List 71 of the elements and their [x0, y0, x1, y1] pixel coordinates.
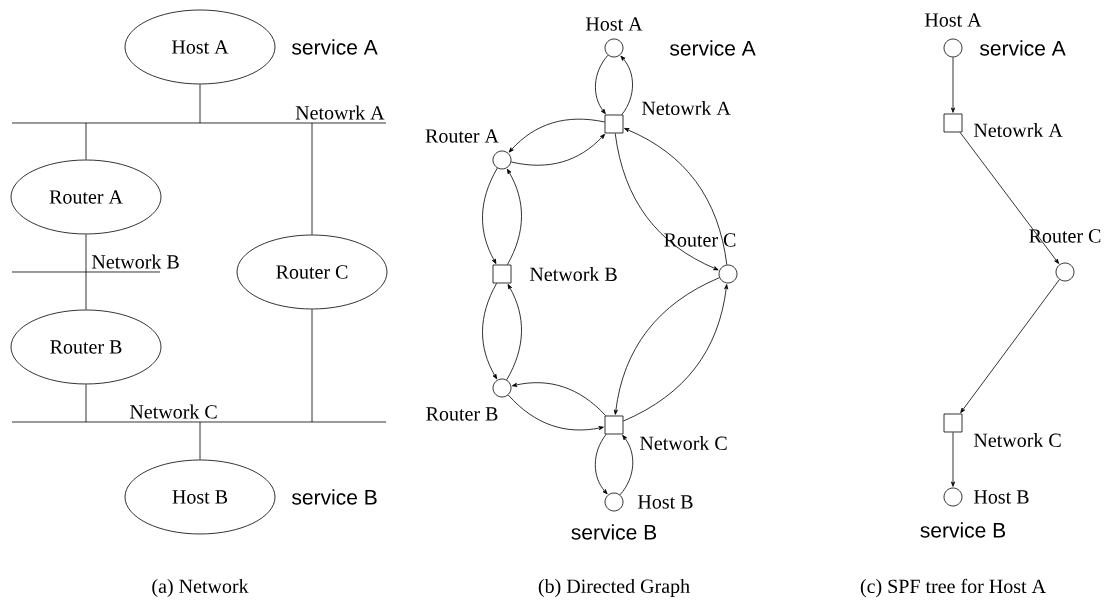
connector-line: [311, 122, 313, 235]
arrow: [959, 132, 1060, 264]
figure-caption: (c) SPF tree for Host A: [860, 578, 1046, 598]
node-label: service B: [292, 489, 377, 505]
arrow: [960, 279, 1060, 414]
node-label: service A: [980, 40, 1066, 56]
circle-node: [1055, 262, 1075, 282]
figure-caption: (b) Directed Graph: [538, 578, 690, 598]
ellipse-node: Router C: [236, 234, 388, 310]
node-label: service A: [292, 39, 378, 55]
node-label: Network C: [640, 435, 727, 450]
ellipse-node: Router A: [10, 159, 162, 235]
arrow: [614, 133, 719, 271]
node-label: Router A: [425, 129, 499, 143]
square-node: [604, 415, 624, 435]
ellipse-node: Host B: [124, 459, 276, 535]
connector-line: [85, 384, 87, 423]
arrow: [482, 283, 498, 380]
arrow: [594, 434, 608, 495]
network-line: Network C: [11, 404, 387, 423]
node-label: Host A: [924, 13, 982, 27]
node-label: Netowrk A: [974, 122, 1063, 138]
circle-node: [604, 38, 624, 58]
arrow: [508, 118, 605, 153]
ellipse-node: Host A: [124, 9, 276, 85]
arrow: [624, 128, 728, 266]
network-line: Netowrk A: [11, 105, 387, 124]
node-label: service B: [920, 522, 1006, 538]
network-line: Network B: [11, 254, 179, 273]
arrow: [510, 133, 606, 166]
node-label: Router C: [664, 233, 736, 247]
node-label: Network C: [974, 432, 1061, 447]
square-node: [604, 114, 624, 134]
ellipse-node: Router B: [10, 309, 162, 385]
circle-node: [718, 264, 738, 284]
node-label: Host B: [638, 495, 693, 509]
circle-node: [604, 492, 624, 512]
circle-node: [943, 487, 963, 507]
node-label: Router C: [1029, 229, 1101, 243]
arrow: [623, 284, 729, 422]
connector-line: [199, 421, 201, 460]
arrow: [482, 167, 498, 264]
arrow: [619, 434, 634, 496]
node-label: service B: [571, 524, 657, 540]
node-label: service A: [670, 40, 756, 56]
arrow: [506, 284, 522, 381]
circle-node: [943, 38, 963, 58]
connector-line: [85, 234, 87, 273]
arrow: [507, 394, 604, 431]
arrow: [595, 54, 609, 115]
node-label: Network B: [530, 266, 617, 281]
arrow: [951, 432, 955, 487]
node-label: Host B: [974, 490, 1029, 504]
arrow: [613, 277, 720, 415]
connector-line: [311, 309, 313, 423]
square-node: [492, 264, 512, 284]
circle-node: [492, 150, 512, 170]
connector-line: [85, 122, 87, 160]
connector-line: [85, 271, 87, 310]
connector-line: [199, 84, 201, 124]
arrow: [506, 168, 522, 265]
square-node: [943, 413, 963, 433]
circle-node: [492, 378, 512, 398]
node-label: Router B: [426, 407, 498, 421]
square-node: [943, 113, 963, 133]
figure-caption: (a) Network: [152, 578, 249, 598]
arrow: [620, 55, 633, 115]
node-label: Netowrk A: [642, 100, 731, 116]
arrow: [951, 57, 955, 113]
node-label: Host A: [585, 17, 643, 31]
arrow: [511, 382, 607, 416]
